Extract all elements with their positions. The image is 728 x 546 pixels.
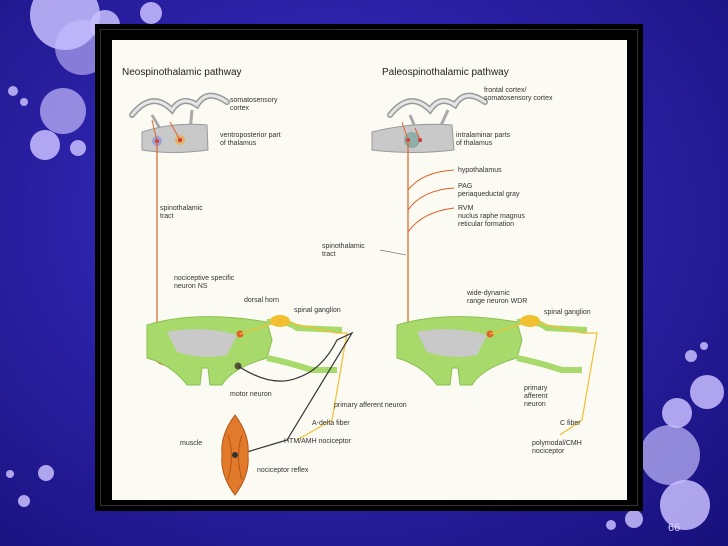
left-a-delta-label: A-delta fiber: [312, 420, 350, 427]
left-dorsal-horn-label: dorsal horn: [244, 297, 279, 304]
decor-bubble: [625, 510, 643, 528]
wdr-label-2: range neuron WDR: [467, 298, 527, 305]
right-thalamus-label-2: of thalamus: [456, 140, 493, 147]
decor-bubble: [606, 520, 616, 530]
diagram-panel: Neospinothalamic pathway Paleospinothala…: [112, 40, 627, 500]
wdr-label-1: wide-dynamic: [466, 290, 510, 297]
rvm-label-2: nuclus raphe magnus: [458, 213, 525, 220]
left-motor-neuron-label: motor neuron: [230, 391, 272, 398]
rvm-label-1: RVM: [458, 205, 474, 212]
right-primary-afferent-label-3: neuron: [524, 401, 546, 408]
decor-bubble: [8, 86, 18, 96]
left-motor-fiber: [236, 331, 354, 456]
left-tract-label-1: spinothalamic: [160, 205, 203, 212]
decor-bubble: [660, 480, 710, 530]
right-c-fiber: [529, 320, 598, 436]
muscle-illustration: [221, 414, 249, 496]
decor-bubble: [70, 140, 86, 156]
left-neuron-ns-label-1: nociceptive specific: [174, 275, 235, 282]
left-thalamus-label-2: of thalamus: [220, 140, 257, 147]
left-tract-label-2: tract: [160, 213, 174, 220]
left-primary-afferent-label: primary afferent neuron: [334, 402, 407, 409]
right-thalamus-label-1: intralaminar parts: [456, 132, 511, 139]
decor-bubble: [640, 425, 700, 485]
right-tract-label-2: tract: [322, 251, 336, 258]
right-primary-afferent-label-2: afferent: [524, 393, 548, 400]
decor-bubble: [6, 470, 14, 478]
pag-branch: [407, 187, 455, 211]
right-spinal-cord: [396, 315, 588, 386]
right-cortex-label-2: somatosensory cortex: [484, 95, 553, 102]
hypothalamus-label: hypothalamus: [458, 167, 502, 174]
decor-bubble: [662, 398, 692, 428]
left-cortex-label-1: somatosensory: [230, 97, 278, 104]
decor-bubble: [700, 342, 708, 350]
pag-label-1: PAG: [458, 183, 472, 190]
left-spinal-ganglion-label: spinal ganglion: [294, 307, 341, 314]
left-spinal-cord: [146, 315, 343, 386]
rvm-branch: [407, 207, 455, 233]
right-tract-label-1: spinothalamic: [322, 243, 365, 250]
htm-nociceptor-label: HTM/AMH nociceptor: [284, 438, 352, 445]
decor-bubble: [30, 130, 60, 160]
right-primary-afferent-label-1: primary: [524, 385, 548, 392]
left-thalamus-label-1: ventroposterior part: [220, 132, 281, 139]
polymodal-label-2: nociceptor: [532, 448, 565, 455]
left-brain: [129, 92, 230, 153]
right-cortex-label-1: frontal cortex/: [484, 87, 526, 94]
hypothalamus-branch: [407, 169, 455, 191]
decor-bubble: [20, 98, 28, 106]
rvm-label-3: reticular formation: [458, 221, 514, 228]
decor-bubble: [40, 88, 86, 134]
muscle-label: muscle: [180, 440, 202, 447]
pag-label-2: periaqueductal gray: [458, 191, 520, 198]
pain-pathway-diagram: Neospinothalamic pathway Paleospinothala…: [122, 67, 598, 496]
polymodal-label-1: polymodal/CMH: [532, 440, 582, 447]
decor-bubble: [685, 350, 697, 362]
decor-bubble: [690, 375, 724, 409]
page-number: 66: [668, 522, 681, 534]
left-a-delta-fiber: [279, 320, 348, 441]
right-title: Paleospinothalamic pathway: [382, 67, 509, 78]
c-fiber-label: C fiber: [560, 420, 581, 427]
left-cortex-label-2: cortex: [230, 105, 250, 112]
left-title: Neospinothalamic pathway: [122, 67, 242, 78]
left-neuron-ns-label-2: neuron NS: [174, 283, 208, 290]
decor-bubble: [140, 2, 162, 24]
decor-bubble: [38, 465, 54, 481]
right-spinal-ganglion-label: spinal ganglion: [544, 309, 591, 316]
nociceptor-reflex-label: nociceptor reflex: [257, 467, 309, 474]
decor-bubble: [18, 495, 30, 507]
